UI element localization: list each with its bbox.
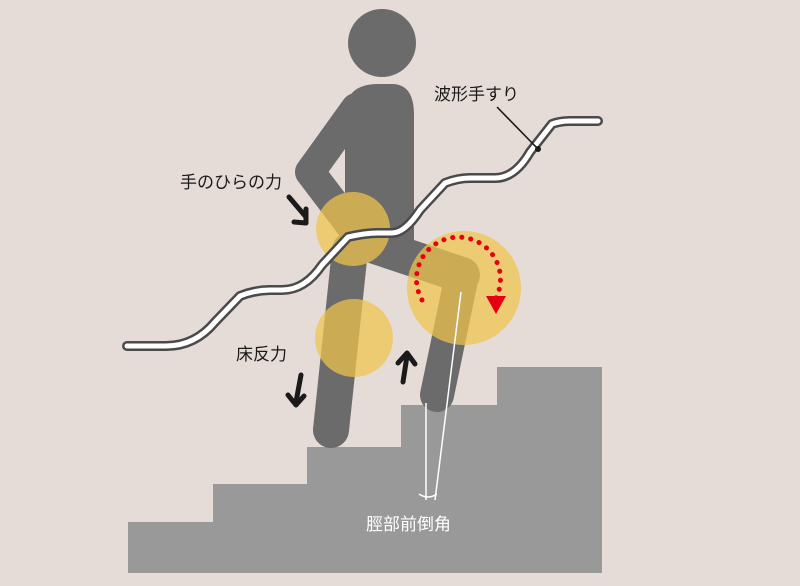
floor-down-arrowhead [285, 392, 307, 408]
handrail-pointer-dot [535, 146, 541, 152]
handrail-label: 波形手すり [434, 85, 519, 105]
arrow-up-icon [400, 353, 410, 385]
arrow-down-icon [293, 372, 304, 405]
wave-handrail [124, 118, 601, 349]
shank-angle-label: 脛部前倒角 [366, 515, 451, 535]
head [348, 9, 416, 77]
handrail-pointer [496, 106, 539, 150]
rear-leg-highlight [315, 299, 393, 377]
palm-force-label: 手のひらの力 [180, 173, 282, 193]
clockwise-rotation-icon [413, 234, 503, 303]
staircase [128, 367, 602, 573]
palm-arrowhead [291, 206, 309, 226]
shank-axis-line [434, 291, 462, 501]
arrow-down-right-icon [286, 194, 309, 220]
angle-arc [418, 493, 438, 498]
floor-up-arrowhead [395, 350, 418, 367]
knee-highlight [407, 231, 521, 345]
floor-reaction-label: 床反力 [236, 345, 287, 365]
rotation-arrowhead-icon [486, 296, 506, 314]
